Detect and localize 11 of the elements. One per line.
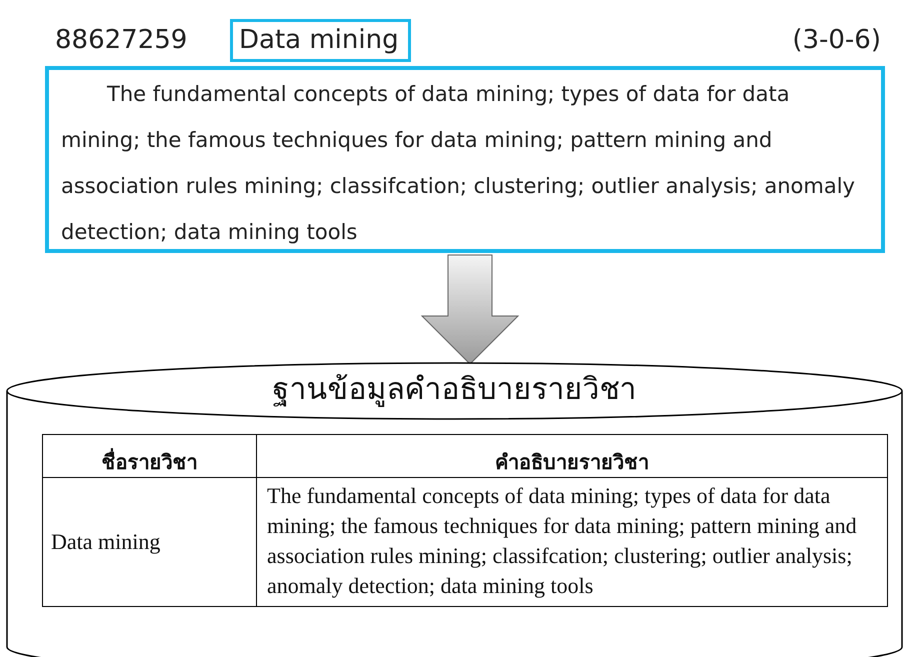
block-arrow — [420, 254, 520, 365]
database-cylinder — [6, 362, 903, 655]
table-cell: The fundamental concepts of data mining; types of data for data mining; the famous techniques for data mining; pattern mining and association rules mining; classifcation; clustering; outlier analysis; anomaly detection; data mining tools — [256, 478, 888, 606]
description-box: The fundamental concepts of data mining; types of data for data mining; the famous techniques for data mining; pattern mining and association rules mining; classifcation; clustering; outlier analysis; anomaly detection; data mining tools — [45, 66, 885, 253]
database-title: ฐานข้อมูลคำอธิบายรายวิชา — [272, 371, 638, 409]
table-cell: Data mining — [42, 478, 256, 606]
table-header-cell: คำอธิบายรายวิชา — [256, 434, 888, 478]
table-header-cell: ชื่อรายวิชา — [42, 434, 256, 478]
course-code: 88627259 — [55, 24, 188, 57]
credit-hours: (3-0-6) — [792, 24, 881, 57]
course-title-box: Data mining — [230, 19, 411, 62]
